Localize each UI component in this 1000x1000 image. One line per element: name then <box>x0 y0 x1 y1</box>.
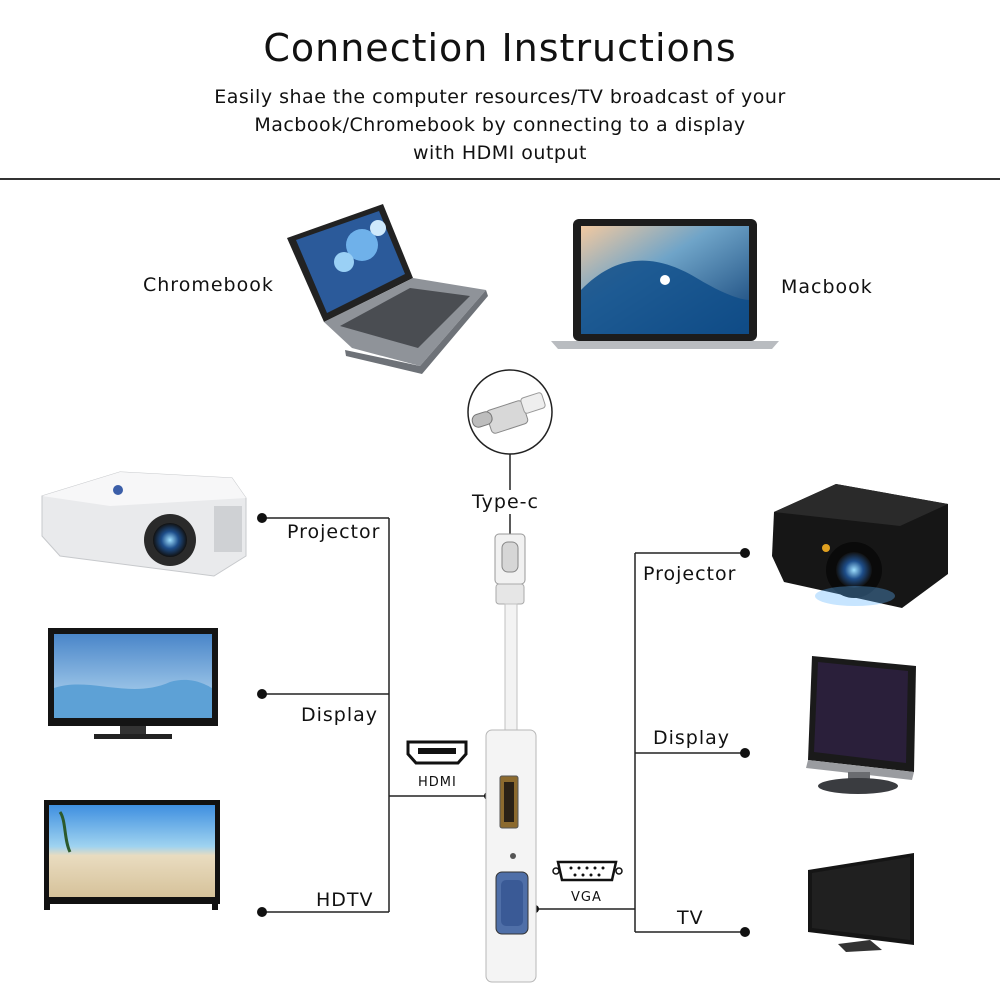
hdtv-icon <box>44 800 220 910</box>
vga-port-icon <box>552 860 623 882</box>
subtitle-line-2: Macbook/Chromebook by connecting to a di… <box>254 114 746 136</box>
hdmi-port-icon <box>406 740 468 765</box>
connector-dot <box>740 927 750 937</box>
black-projector-icon <box>772 484 948 608</box>
header-divider <box>0 178 1000 180</box>
connector-dot <box>257 689 267 699</box>
vga-projector-label: Projector <box>643 563 737 585</box>
chromebook-label: Chromebook <box>143 274 274 296</box>
subtitle-line-1: Easily shae the computer resources/TV br… <box>214 86 786 108</box>
vga-port-label: VGA <box>571 890 602 905</box>
vga-bus <box>535 552 745 933</box>
connector-dot <box>740 548 750 558</box>
vga-tv-label: TV <box>677 907 704 929</box>
connector-dot <box>740 748 750 758</box>
type-c-label: Type-c <box>472 491 539 513</box>
type-c-plug-icon <box>467 369 553 455</box>
white-projector-icon <box>41 471 247 577</box>
hdmi-display-label: Display <box>301 704 379 726</box>
macbook-laptop-icon <box>551 219 779 349</box>
subtitle-line-3: with HDMI output <box>413 142 587 164</box>
hdmi-port-label: HDMI <box>418 775 457 790</box>
lcd-monitor-icon <box>806 656 916 794</box>
hdmi-hdtv-label: HDTV <box>316 889 374 911</box>
adapter-icon <box>485 533 537 983</box>
connector-dot <box>257 907 267 917</box>
macbook-label: Macbook <box>781 276 873 298</box>
chromebook-laptop-icon <box>287 204 488 374</box>
vga-display-label: Display <box>653 727 731 749</box>
flat-display-icon <box>48 628 218 739</box>
page-title: Connection Instructions <box>263 26 737 70</box>
hdmi-bus <box>262 517 488 913</box>
tv-icon <box>808 853 914 952</box>
hdmi-projector-label: Projector <box>287 521 381 543</box>
connector-dot <box>257 513 267 523</box>
